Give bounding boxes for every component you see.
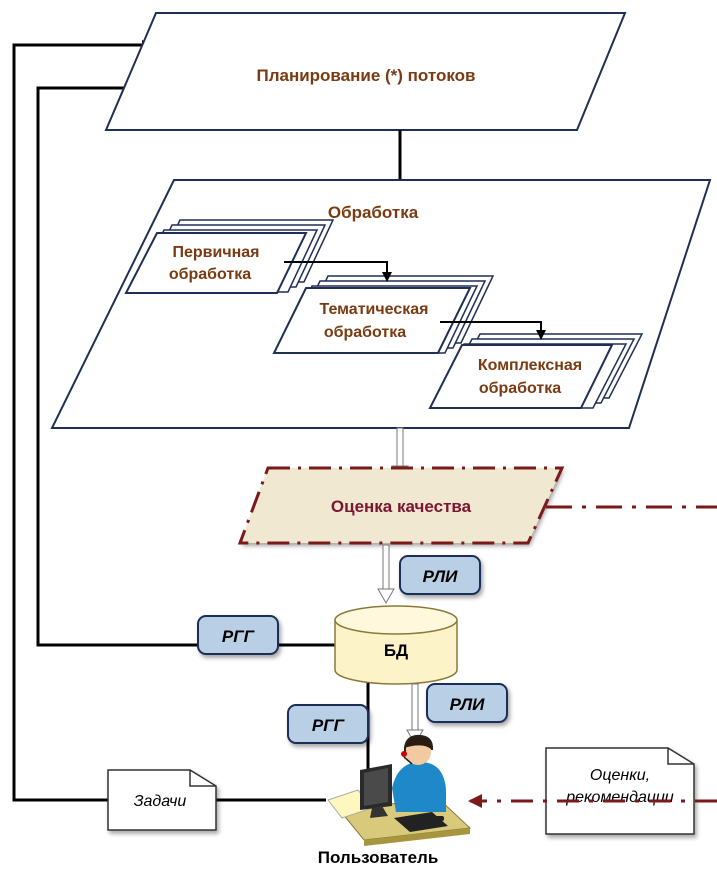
processing-flow-arrows — [284, 261, 546, 340]
user-label: Пользователь — [318, 848, 439, 867]
database-cylinder: БД — [334, 605, 458, 685]
rgg-badge-left: РГГ — [197, 615, 279, 655]
database-label: БД — [384, 641, 408, 660]
quality-label: Оценка качества — [331, 497, 472, 516]
tasks-note-label: Задачи — [134, 793, 187, 810]
rgg-badge-lower-label: РГГ — [312, 716, 346, 735]
primary-label-1: Первичная — [172, 244, 259, 261]
operator-at-workstation-icon — [327, 734, 472, 846]
tasks-note: Задачи — [107, 769, 217, 831]
evaluations-note: Оценки, рекомендации — [545, 747, 695, 835]
thematic-processing-stack: Тематическая обработка — [272, 275, 495, 354]
primary-label-2: обработка — [169, 266, 251, 283]
rli-badge-lower-label: РЛИ — [450, 695, 486, 714]
evaluations-note-label-1: Оценки, — [590, 767, 650, 784]
complex-label-2: обработка — [479, 380, 561, 397]
rli-badge-top: РЛИ — [399, 555, 481, 595]
rgg-badge-lower: РГГ — [287, 704, 369, 744]
db-to-user-arrow — [406, 683, 424, 746]
thematic-label-1: Тематическая — [320, 301, 429, 318]
complex-label-1: Комплексная — [478, 357, 582, 374]
quality-block: Оценка качества — [237, 466, 565, 545]
evaluations-note-label-2: рекомендации — [565, 789, 674, 806]
rli-badge-top-label: РЛИ — [423, 567, 459, 586]
planning-label: Планирование (*) потоков — [256, 66, 475, 85]
rli-badge-lower: РЛИ — [426, 683, 508, 723]
rgg-badge-left-label: РГГ — [222, 627, 256, 646]
quality-to-db-arrow — [377, 544, 395, 605]
thematic-label-2: обработка — [324, 324, 406, 341]
primary-processing-stack: Первичная обработка — [124, 219, 335, 294]
processing-label: Обработка — [328, 203, 419, 222]
complex-processing-stack: Комплексная обработка — [428, 333, 644, 409]
planning-block: Планирование (*) потоков — [104, 12, 627, 131]
